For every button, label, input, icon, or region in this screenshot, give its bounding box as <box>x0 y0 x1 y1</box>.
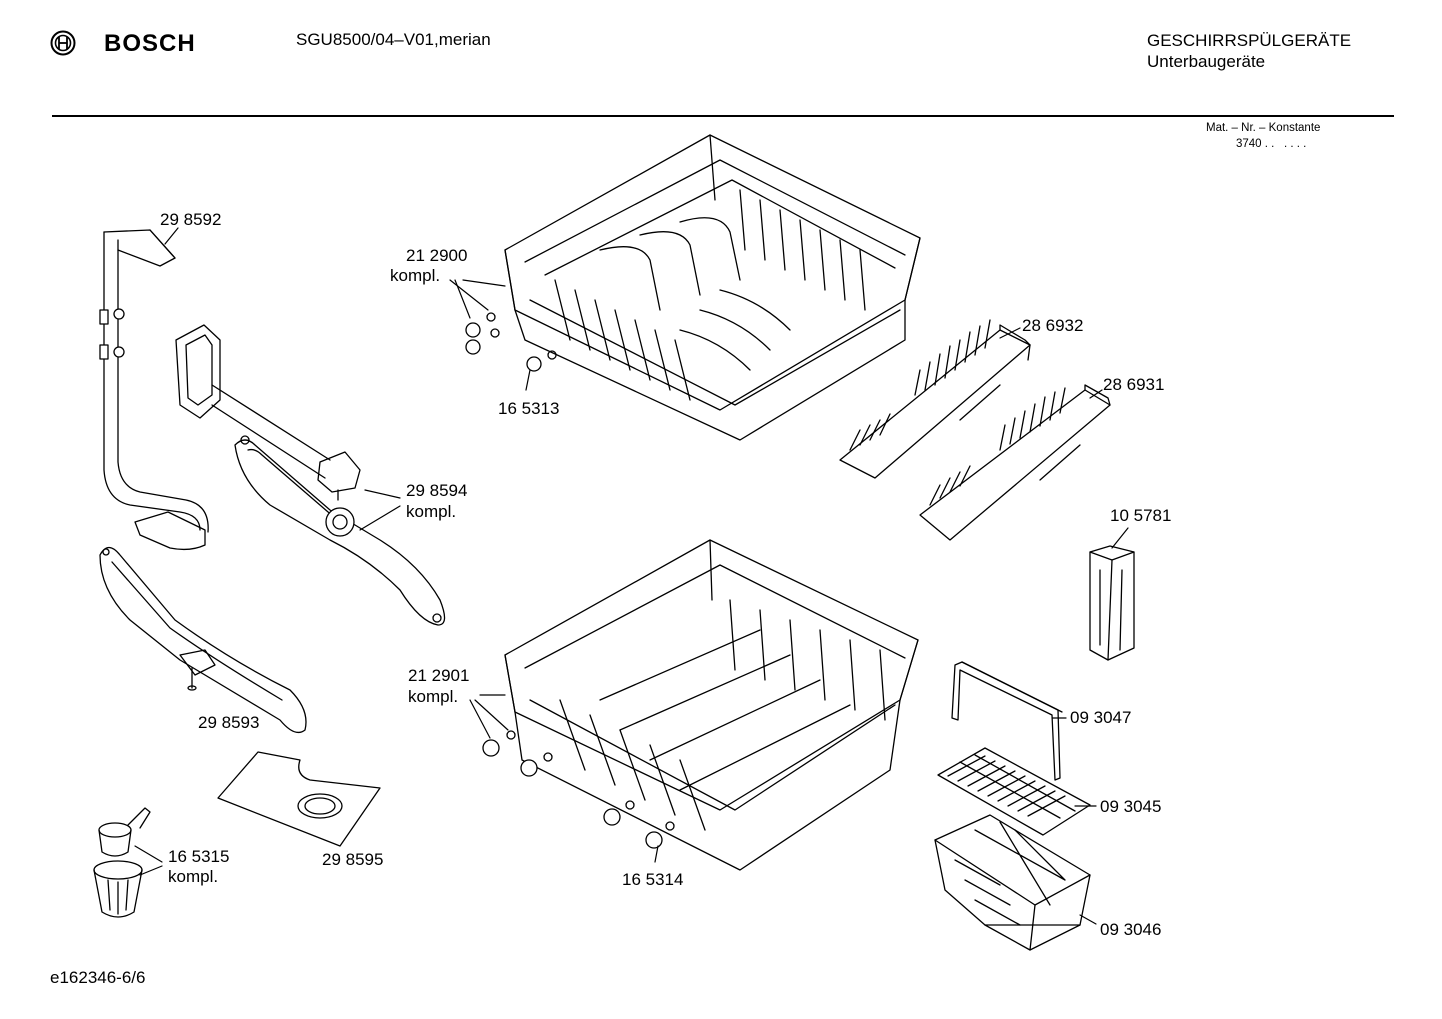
part-label-165314: 16 5314 <box>622 870 684 889</box>
basket-handle-drawing <box>951 661 1063 781</box>
filter-plate-drawing <box>217 751 381 847</box>
part-label-298594-kompl: kompl. <box>406 502 457 521</box>
part-label-165315: 16 5315 <box>168 847 230 866</box>
part-label-298593: 29 8593 <box>198 713 260 732</box>
upper-basket-drawing <box>465 134 921 441</box>
cup-rack-2-drawing <box>919 384 1111 541</box>
part-label-105781: 10 5781 <box>1110 506 1172 525</box>
basket-lid-drawing <box>937 747 1091 836</box>
part-label-212901: 21 2901 <box>408 666 470 685</box>
category-subtitle: Unterbaugeräte <box>1147 52 1266 71</box>
matnr-value: 3740 . . . . . . <box>1236 138 1307 150</box>
bosch-logo-icon <box>50 30 76 61</box>
part-label-212900: 21 2900 <box>406 246 468 265</box>
part-label-093047: 09 3047 <box>1070 708 1132 727</box>
brand-name: BOSCH <box>104 30 196 57</box>
lower-spray-arm-drawing <box>99 546 307 734</box>
part-label-212901-kompl: kompl. <box>408 687 459 706</box>
document-id: e162346-6/6 <box>50 968 146 987</box>
header-rule <box>52 115 1394 117</box>
cutlery-basket-drawing <box>934 814 1091 951</box>
spray-arm-feed-drawing <box>175 324 361 501</box>
lower-basket-drawing <box>482 539 919 871</box>
part-label-093045: 09 3045 <box>1100 797 1162 816</box>
leader-lines <box>134 227 1129 925</box>
part-label-212900-kompl: kompl. <box>390 266 441 285</box>
part-label-298595: 29 8595 <box>322 850 384 869</box>
matnr-label: Mat. – Nr. – Konstante <box>1206 122 1321 134</box>
part-label-165313: 16 5313 <box>498 399 560 418</box>
part-label-093046: 09 3046 <box>1100 920 1162 939</box>
category-title: GESCHIRRSPÜLGERÄTE <box>1147 31 1352 50</box>
part-label-298592: 29 8592 <box>160 210 222 229</box>
part-label-286932: 28 6932 <box>1022 316 1084 335</box>
part-label-165315-kompl: kompl. <box>168 867 219 886</box>
cutlery-insert-drawing <box>1089 545 1135 661</box>
part-label-298594: 29 8594 <box>406 481 468 500</box>
filter-cartridge-drawing <box>93 807 151 918</box>
part-label-286931: 28 6931 <box>1103 375 1165 394</box>
cup-rack-1-drawing <box>839 319 1031 479</box>
model-number: SGU8500/04–V01,merian <box>296 30 491 49</box>
supply-pipe-drawing <box>99 229 209 551</box>
upper-spray-arm-drawing <box>234 435 446 626</box>
